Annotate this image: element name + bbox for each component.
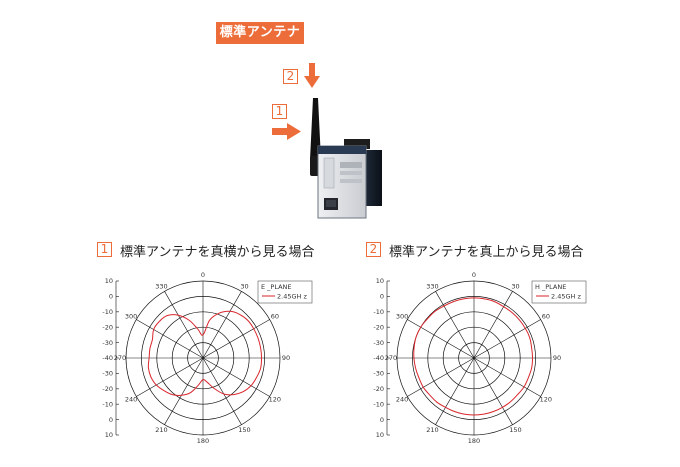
grid-spoke [136,357,204,397]
angle-tick-label: 210 [155,426,167,434]
grid-spoke [473,319,541,359]
angle-tick-label: 120 [269,396,281,404]
angle-tick-label: 180 [468,437,480,445]
angle-tick-label: 270 [114,354,126,362]
radial-tick-label: -10 [102,308,113,316]
radial-tick-label: -10 [373,308,384,316]
angle-tick-label: 30 [511,282,519,290]
radial-tick-label: -40 [102,354,113,362]
radial-tick-label: 10 [105,277,113,285]
radial-tick-label: 10 [376,277,384,285]
radial-tick-label: -30 [373,339,384,347]
grid-spoke [136,319,204,359]
grid-spoke [164,291,204,359]
series-curve [147,310,263,396]
angle-tick-label: 270 [385,354,397,362]
angle-tick-label: 60 [271,313,279,321]
angle-tick-label: 120 [540,396,552,404]
radial-tick-label: -30 [102,339,113,347]
radial-tick-label: 0 [380,416,384,424]
legend: E _PLANE 2.45GH z [257,280,313,304]
angle-tick-label: 330 [426,282,438,290]
arrow-side-icon [272,123,301,140]
title-2-marker: 2 [366,242,381,257]
angle-tick-label: 0 [472,271,476,279]
angle-tick-label: 150 [509,426,521,434]
marker-2: 2 [283,69,298,84]
radial-tick-label: -40 [373,354,384,362]
e-plane-chart: 0 30 60 90 120 150 180 210 240 270 300 330 10 0 -10 -20… [102,271,313,445]
angle-tick-label: 0 [201,271,205,279]
grid-spoke [164,357,204,425]
grid-spoke [473,291,513,359]
radial-tick-label: 10 [105,431,113,439]
legend: H _PLANE 2.45GH z [531,280,587,304]
grid-spoke [473,357,513,425]
grid-spoke [435,357,475,425]
grid-spoke [407,319,475,359]
legend-box [257,280,313,304]
grid-spoke [202,357,242,425]
legend-title: E _PLANE [261,283,292,291]
grid-spoke [435,291,475,359]
radial-tick-label: -20 [102,323,113,331]
angle-tick-label: 90 [553,354,561,362]
radial-tick-label: 0 [380,293,384,301]
angle-tick-label: 240 [125,396,137,404]
radial-tick-label: -20 [373,323,384,331]
radial-tick-label: -30 [102,370,113,378]
arrow-top-icon [304,63,320,88]
angle-tick-label: 300 [396,313,408,321]
angle-tick-label: 60 [542,313,550,321]
grid-spoke [473,357,541,397]
grid-spoke [407,357,475,397]
chart-2-title: 標準アンテナを真上から見る場合 [389,245,584,260]
radial-tick-label: -20 [102,385,113,393]
radial-tick-label: -30 [373,370,384,378]
marker-1: 1 [272,104,287,119]
radial-tick-label: 10 [376,431,384,439]
grid-spoke [202,319,270,359]
h-plane-chart: 0 30 60 90 120 150 180 210 240 270 300 330 10 0 -10 -20… [373,271,587,445]
angle-tick-label: 180 [197,437,209,445]
radial-tick-label: 0 [109,416,113,424]
angle-tick-label: 90 [282,354,290,362]
chart-1-title: 標準アンテナを真横から見る場合 [120,245,315,260]
radial-tick-label: -10 [373,400,384,408]
angle-tick-label: 30 [240,282,248,290]
radial-tick-label: 0 [109,293,113,301]
legend-series-name: 2.45GH z [277,293,307,301]
legend-box [531,280,587,304]
title-1-marker: 1 [97,242,112,257]
device-illustration [310,98,382,219]
legend-series-name: 2.45GH z [551,293,581,301]
grid-spoke [202,357,270,397]
angle-tick-label: 210 [426,426,438,434]
angle-tick-label: 240 [396,396,408,404]
angle-tick-label: 150 [238,426,250,434]
angle-tick-label: 300 [125,313,137,321]
antenna-tag: 標準アンテナ [216,22,304,44]
legend-title: H _PLANE [535,283,566,291]
angle-tick-label: 330 [155,282,167,290]
grid-spoke [202,291,242,359]
radial-tick-label: -10 [102,400,113,408]
radial-tick-label: -20 [373,385,384,393]
